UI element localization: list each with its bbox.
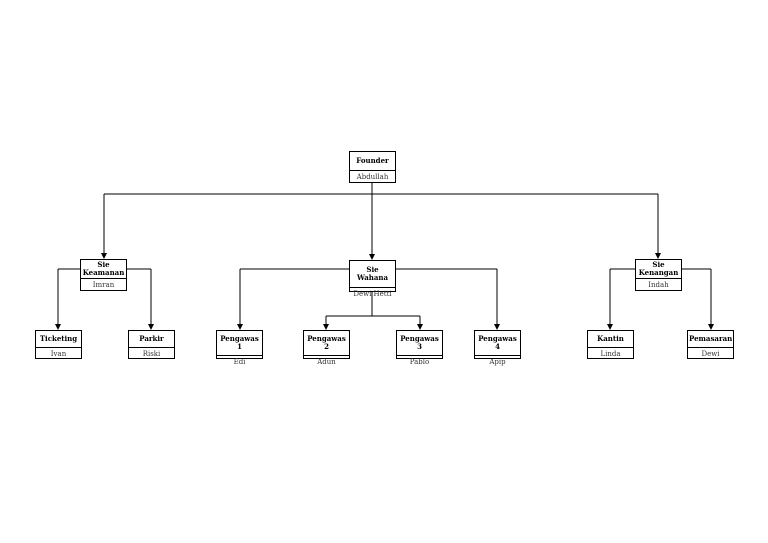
box-name: Dewi: [701, 350, 720, 358]
box-pengawas-1: Pengawas 1 Edi: [216, 330, 263, 366]
box-name: Pablo: [409, 358, 430, 366]
box-title: Kantin: [588, 331, 633, 348]
box-parkir: Parkir Riski: [128, 330, 175, 359]
box-title: Ticketing: [36, 331, 81, 348]
box-pengawas-4: Pengawas 4 Apip: [474, 330, 521, 366]
box-keamanan: Sie Keamanan Imran: [80, 259, 127, 291]
box-name: Dewi Hetti: [353, 290, 392, 298]
box-title: Parkir: [129, 331, 174, 348]
box-name: Imran: [92, 281, 115, 289]
box-name: Linda: [600, 350, 621, 358]
box-name: Indah: [648, 281, 669, 289]
box-kantin: Kantin Linda: [587, 330, 634, 359]
box-pemasaran: Pemasaran Dewi: [687, 330, 734, 359]
box-pengawas-3: Pengawas 3 Pablo: [396, 330, 443, 366]
box-name: Edi: [233, 358, 246, 366]
box-name: Abdullah: [356, 173, 389, 181]
box-title: Pengawas 1: [217, 331, 262, 356]
box-title: Pengawas 2: [304, 331, 349, 356]
box-title: Pengawas 3: [397, 331, 442, 356]
box-name: Apip: [489, 358, 506, 366]
box-title: Sie Keamanan: [81, 260, 126, 279]
box-title: Pengawas 4: [475, 331, 520, 356]
box-wahana: Sie Wahana Dewi Hetti: [349, 260, 396, 298]
box-name: Ivan: [50, 350, 67, 358]
box-ticketing: Ticketing Ivan: [35, 330, 82, 359]
box-title: Pemasaran: [688, 331, 733, 348]
box-kenangan: Sie Kenangan Indah: [635, 259, 682, 291]
box-title: Sie Wahana: [350, 261, 395, 288]
box-name: Adun: [317, 358, 336, 366]
box-title: Sie Kenangan: [636, 260, 681, 279]
box-pengawas-2: Pengawas 2 Adun: [303, 330, 350, 366]
box-name: Riski: [142, 350, 161, 358]
box-founder: Founder Abdullah: [349, 151, 396, 183]
box-title: Founder: [350, 152, 395, 171]
